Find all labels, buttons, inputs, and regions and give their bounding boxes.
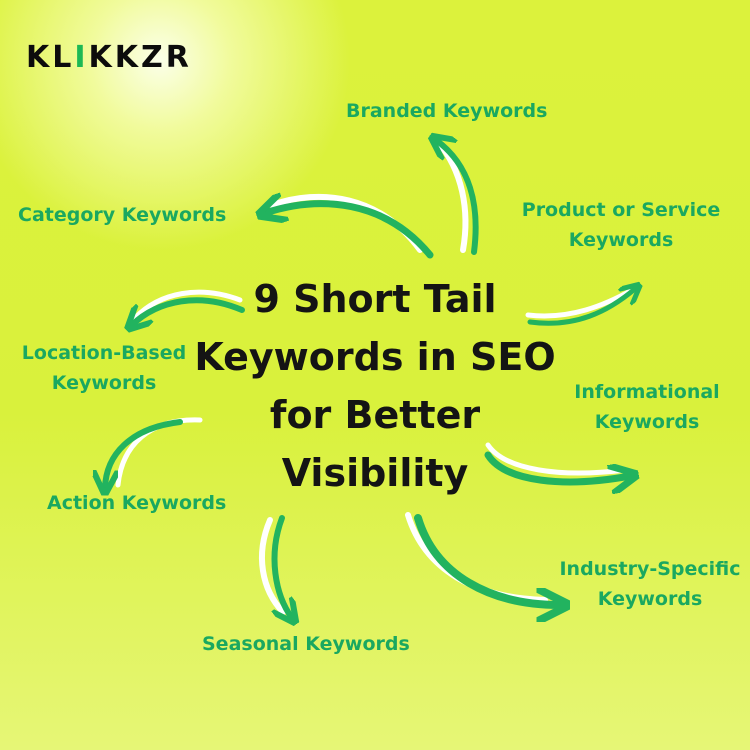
logo-text-end: KKZR: [88, 40, 192, 75]
arrow-informational: [484, 442, 630, 482]
arrow-action: [105, 417, 203, 488]
arrow-category: [265, 197, 434, 259]
arrow-seasonal: [258, 515, 292, 618]
arrow-branded: [436, 140, 479, 255]
diagram-title: 9 Short Tail Keywords in SEO for Better …: [194, 277, 556, 495]
logo-text-accent: I: [74, 40, 89, 75]
label-action-keywords: Action Keywords: [47, 492, 227, 514]
label-industry-specific-keywords: Industry-Specific Keywords: [559, 558, 741, 610]
label-location-based-keywords: Location-Based Keywords: [21, 342, 187, 394]
label-branded-keywords: Branded Keywords: [346, 100, 548, 122]
logo-text-start: KL: [26, 40, 75, 75]
label-category-keywords: Category Keywords: [18, 204, 227, 226]
brand-logo: KLIKKZR: [26, 40, 192, 75]
arrow-product: [525, 288, 636, 326]
label-informational-keywords: Informational Keywords: [574, 381, 720, 433]
label-seasonal-keywords: Seasonal Keywords: [202, 633, 410, 655]
arrow-industry: [405, 512, 560, 605]
arrow-location: [132, 289, 245, 325]
label-product-service-keywords: Product or Service Keywords: [521, 199, 721, 251]
